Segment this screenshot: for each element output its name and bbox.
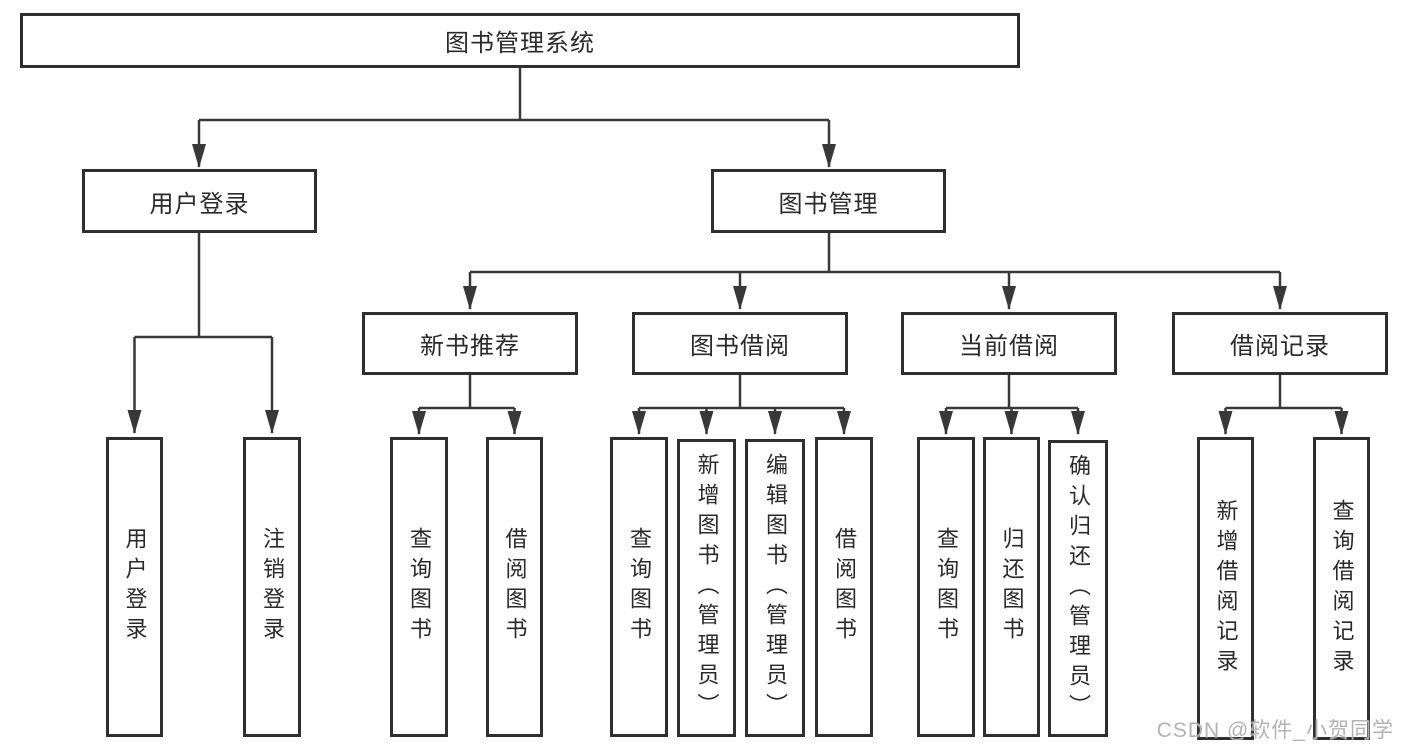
node-label: 新书推荐 <box>420 333 520 360</box>
node-label: 查询图书 <box>627 527 652 647</box>
csdn-watermark: CSDN @软件_小贺同学 <box>1156 719 1394 742</box>
branch-user-login <box>127 233 279 434</box>
node-label: 当前借阅 <box>959 333 1059 360</box>
leaf-bb-add-books-admin: 新增图书（管理员） <box>677 439 736 737</box>
leaf-cb-confirm-return-admin: 确认归还（管理员） <box>1048 440 1108 737</box>
leaf-cb-return-books: 归还图书 <box>983 437 1040 737</box>
leaf-br-add-record: 新增借阅记录 <box>1197 437 1254 740</box>
branch-root <box>192 68 836 168</box>
node-label: 查询图书 <box>407 527 432 647</box>
leaf-bb-borrow-books: 借阅图书 <box>815 437 873 737</box>
node-label: 借阅图书 <box>502 527 528 647</box>
node-borrow-records: 借阅记录 <box>1172 312 1388 375</box>
node-label: 图书管理 <box>778 190 879 218</box>
node-label: 查询图书 <box>934 527 959 647</box>
node-label: 借阅记录 <box>1230 333 1330 360</box>
branch-borrow-records <box>1218 375 1349 435</box>
leaf-cb-query-books: 查询图书 <box>917 437 975 737</box>
branch-new-book-recommend <box>412 375 522 435</box>
leaf-br-query-record: 查询借阅记录 <box>1313 437 1370 740</box>
node-current-borrow: 当前借阅 <box>901 312 1117 375</box>
node-label: 图书借阅 <box>690 333 790 360</box>
leaf-user-login: 用户登录 <box>106 437 163 737</box>
node-label: 编辑图书（管理员） <box>763 453 788 723</box>
leaf-nr-query-books: 查询图书 <box>390 437 448 737</box>
node-label: 新增图书（管理员） <box>694 453 720 723</box>
node-new-book-recommend: 新书推荐 <box>362 312 578 375</box>
node-label: 借阅图书 <box>832 527 857 647</box>
node-label: 新增借阅记录 <box>1213 498 1239 679</box>
node-label: 用户登录 <box>122 527 148 647</box>
leaf-bb-query-books: 查询图书 <box>610 437 668 737</box>
node-root: 图书管理系统 <box>20 13 1020 68</box>
leaf-nr-borrow-books: 借阅图书 <box>486 437 543 737</box>
node-label: 用户登录 <box>149 190 250 218</box>
leaf-bb-edit-books-admin: 编辑图书（管理员） <box>745 439 805 737</box>
branch-book-borrow <box>632 375 851 435</box>
branch-current-borrow <box>939 375 1085 435</box>
node-user-login: 用户登录 <box>82 169 317 233</box>
node-label: 注销登录 <box>260 527 285 647</box>
node-book-mgmt: 图书管理 <box>711 169 946 233</box>
leaf-logout: 注销登录 <box>243 437 301 737</box>
node-label: 图书管理系统 <box>445 30 595 57</box>
branch-book-mgmt <box>463 233 1287 310</box>
node-label: 归还图书 <box>999 527 1025 647</box>
node-label: 确认归还（管理员） <box>1066 453 1091 724</box>
node-book-borrow: 图书借阅 <box>632 312 848 375</box>
node-label: 查询借阅记录 <box>1329 498 1355 679</box>
